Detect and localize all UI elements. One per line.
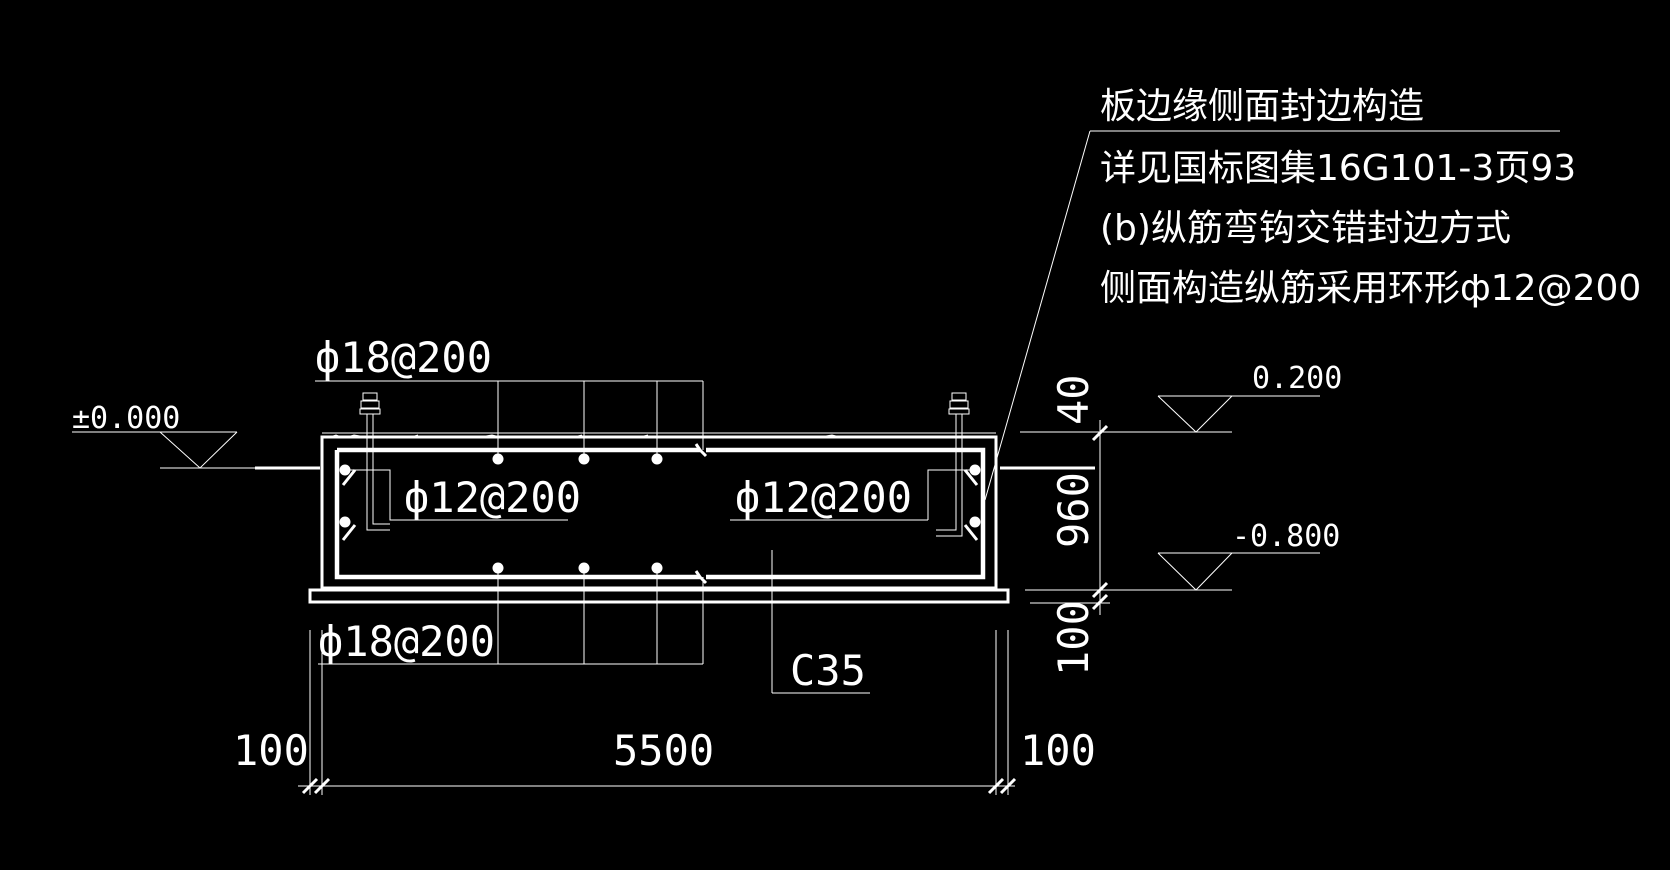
note-line-2: 详见国标图集16G101-3页93 <box>1100 148 1576 189</box>
elevation-ground-label: ±0.000 <box>72 401 180 436</box>
note-block: 板边缘侧面封边构造 详见国标图集16G101-3页93 (b)纵筋弯钩交错封边方… <box>984 86 1641 501</box>
elevation-triangle-icon <box>159 431 238 469</box>
rebar-dot <box>969 516 981 528</box>
label-side-right: ф12@200 <box>735 473 912 522</box>
elevation-bottom-marker: -0.800 <box>1025 519 1340 591</box>
elevation-top-label: 0.200 <box>1252 361 1342 396</box>
label-concrete-grade: C35 <box>790 646 866 695</box>
elevation-triangle-icon <box>1157 552 1233 591</box>
dim-right-margin: 100 <box>1020 726 1096 775</box>
dim-tick <box>301 777 319 795</box>
dim-bedding: 100 <box>1049 600 1098 676</box>
callout-side-left: ф12@200 <box>345 469 581 522</box>
hook-right-top <box>963 469 979 486</box>
label-side-left: ф12@200 <box>404 473 581 522</box>
callout-bottom-rebar: ф18@200 <box>318 568 704 666</box>
note-line-1: 板边缘侧面封边构造 <box>1100 86 1424 127</box>
slab-section <box>308 432 1010 604</box>
hook-left-top <box>341 469 357 486</box>
ring-side-rebar <box>334 447 986 580</box>
anchor-bolt-left <box>359 392 390 531</box>
dim-thickness: 960 <box>1049 472 1098 548</box>
rebar-dot <box>339 516 351 528</box>
rebar-cage <box>334 443 986 585</box>
elevation-top-marker: 0.200 <box>1020 361 1342 433</box>
note-line-3: (b)纵筋弯钩交错封边方式 <box>1100 208 1511 249</box>
dim-tick <box>313 777 331 795</box>
callout-concrete: C35 <box>771 550 870 695</box>
dim-tick <box>1091 424 1109 442</box>
note-leader-line <box>984 130 1091 501</box>
anchor-bolt-right <box>936 392 970 537</box>
vertical-dimension-chain: 40 960 100 <box>1030 374 1110 676</box>
hook-left-bottom <box>341 524 357 541</box>
callout-top-rebar: ф18@200 <box>315 333 704 459</box>
elevation-triangle-icon <box>1157 395 1233 433</box>
dim-tick <box>999 777 1017 795</box>
dim-tick <box>987 777 1005 795</box>
label-bottom-rebar: ф18@200 <box>318 617 495 666</box>
dim-tick <box>1091 581 1109 599</box>
dim-top-layer: 40 <box>1049 374 1098 425</box>
ground-elevation-marker: ±0.000 <box>72 401 320 470</box>
bedding-layer <box>308 588 1010 604</box>
elevation-bottom-label: -0.800 <box>1232 519 1340 554</box>
hook-right-bottom <box>963 524 979 541</box>
note-line-4: 侧面构造纵筋采用环形ф12@200 <box>1100 268 1641 309</box>
slab-outline <box>320 435 998 590</box>
label-top-rebar: ф18@200 <box>315 333 492 382</box>
callout-side-right: ф12@200 <box>730 469 975 522</box>
dim-tick <box>1091 593 1109 611</box>
horizontal-dimension-chain: 100 5500 100 <box>233 630 1096 795</box>
dim-left-margin: 100 <box>233 726 309 775</box>
dim-width: 5500 <box>613 726 714 775</box>
